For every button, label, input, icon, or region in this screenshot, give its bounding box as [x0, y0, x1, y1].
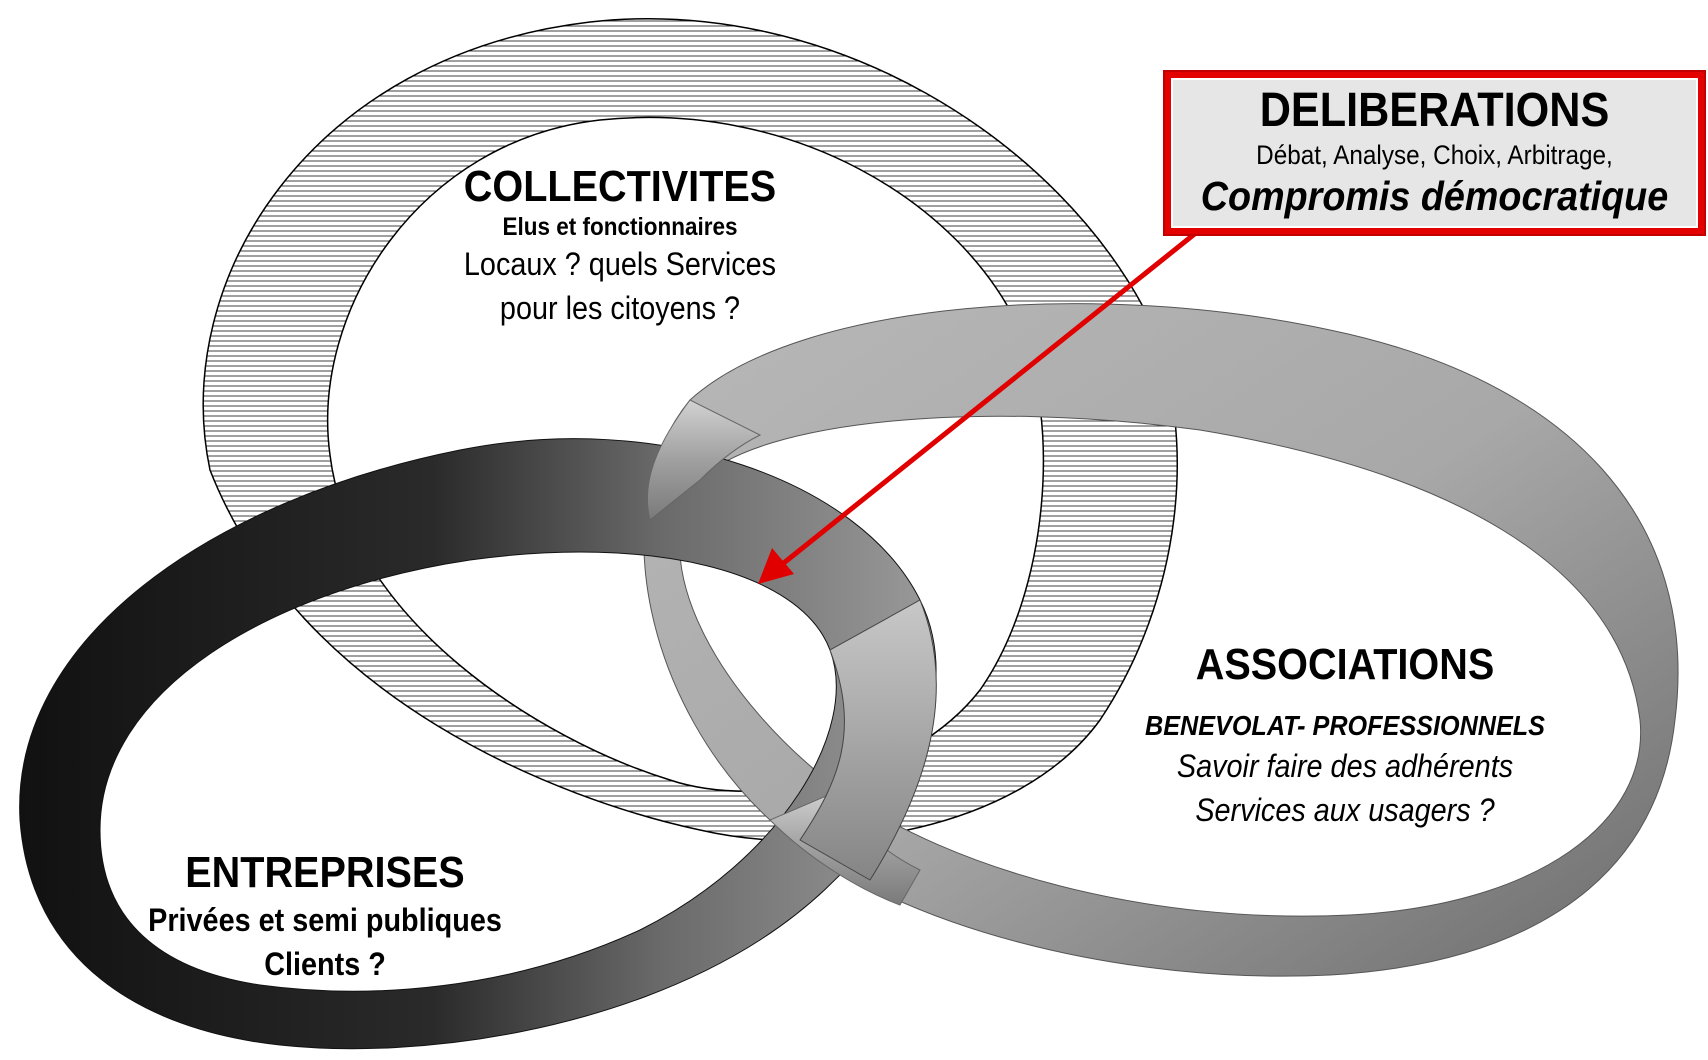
label-collectivites: COLLECTIVITES Elus et fonctionnaires Loc…	[440, 162, 800, 330]
entreprises-title: ENTREPRISES	[185, 848, 465, 897]
deliberations-subtitle: Débat, Analyse, Choix, Arbitrage,	[1256, 140, 1613, 170]
ring-collectivites	[202, 18, 1178, 842]
label-associations: ASSOCIATIONS BENEVOLAT- PROFESSIONNELS S…	[1134, 640, 1557, 832]
entreprises-line-1: Privées et semi publiques	[148, 902, 502, 938]
ring-entreprises-overlap	[799, 599, 937, 881]
associations-line-1: Savoir faire des adhérents	[1176, 748, 1514, 784]
ring-associations-overlap-upper	[646, 399, 762, 521]
arrow-head-icon	[758, 548, 794, 584]
arrow-shaft	[772, 217, 1215, 573]
associations-title: ASSOCIATIONS	[1195, 640, 1495, 689]
associations-line-2: Services aux usagers ?	[1195, 792, 1495, 828]
label-entreprises: ENTREPRISES Privées et semi publiques Cl…	[123, 848, 528, 986]
deliberations-box: DELIBERATIONS Débat, Analyse, Choix, Arb…	[1163, 70, 1706, 236]
collectivites-title: COLLECTIVITES	[463, 162, 777, 211]
collectivites-line-1: Locaux ? quels Services	[463, 246, 777, 282]
deliberations-emphasis: Compromis démocratique	[1200, 173, 1669, 219]
collectivites-line-2: pour les citoyens ?	[499, 290, 741, 326]
collectivites-subtitle: Elus et fonctionnaires	[502, 213, 738, 241]
associations-subtitle: BENEVOLAT- PROFESSIONNELS	[1145, 710, 1545, 741]
entreprises-line-2: Clients ?	[264, 946, 386, 982]
deliberations-title: DELIBERATIONS	[1259, 84, 1610, 137]
